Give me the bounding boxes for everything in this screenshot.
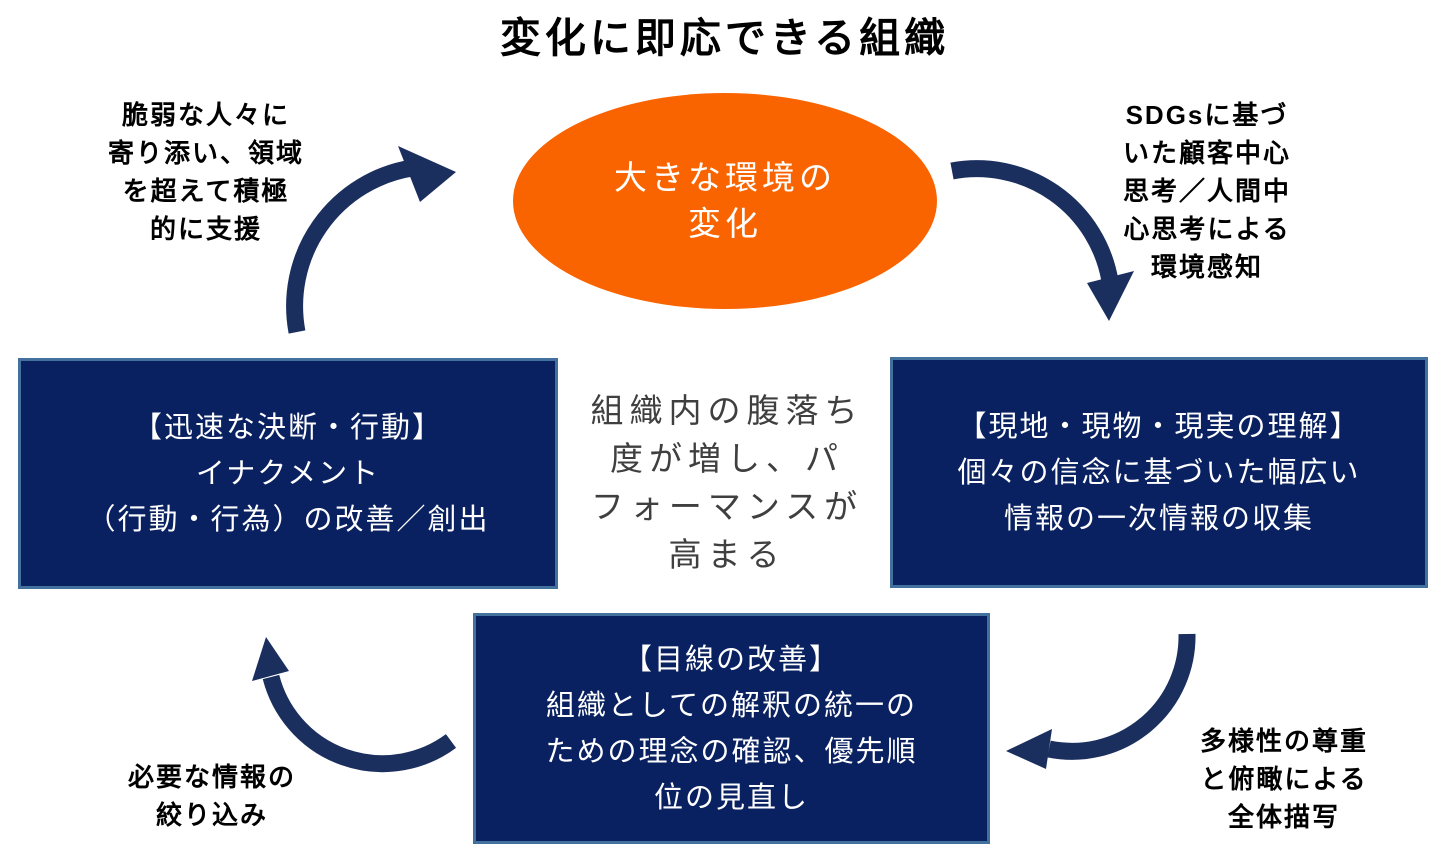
box-perspective-improvement: 【目線の改善】 組織としての解釈の統一の ための理念の確認、優先順 位の見直し — [473, 613, 990, 844]
cycle-arrow-top-left-icon — [286, 146, 456, 334]
cycle-arrow-bottom-left-icon — [252, 637, 457, 773]
annotation-top-left: 脆弱な人々に 寄り添い、領域 を超えて積極 的に支援 — [107, 100, 304, 244]
box-perspective-improvement-label: 【目線の改善】 組織としての解釈の統一の ための理念の確認、優先順 位の見直し — [545, 643, 918, 814]
box-rapid-decision-action-label: 【迅速な決断・行動】 イナクメント （行動・行為）の改善／創出 — [86, 411, 490, 536]
box-genchi-genbutsu-understanding-label: 【現地・現物・現実の理解】 個々の信念に基づいた幅広い 情報の一次情報の収集 — [957, 410, 1361, 535]
annotation-bottom-left: 必要な情報の 絞り込み — [127, 762, 296, 830]
annotation-bottom-right: 多様性の尊重 と俯瞰による 全体描写 — [1199, 726, 1368, 832]
annotation-center: 組織内の腹落ち 度が増し、パ フォーマンスが 高まる — [590, 392, 864, 573]
cycle-arrow-top-right-icon — [950, 160, 1134, 321]
page-title: 変化に即応できる組織 — [499, 15, 950, 61]
box-rapid-decision-action: 【迅速な決断・行動】 イナクメント （行動・行為）の改善／創出 — [18, 358, 558, 589]
environment-change-ellipse: 大きな環境の 変化 — [513, 93, 937, 309]
box-genchi-genbutsu-understanding: 【現地・現物・現実の理解】 個々の信念に基づいた幅広い 情報の一次情報の収集 — [890, 357, 1428, 588]
annotation-top-right: SDGsに基づ いた顧客中心 思考／人間中 心思考による 環境感知 — [1122, 100, 1291, 282]
cycle-arrow-bottom-right-icon — [1006, 633, 1196, 769]
environment-change-label: 大きな環境の 変化 — [614, 159, 836, 242]
